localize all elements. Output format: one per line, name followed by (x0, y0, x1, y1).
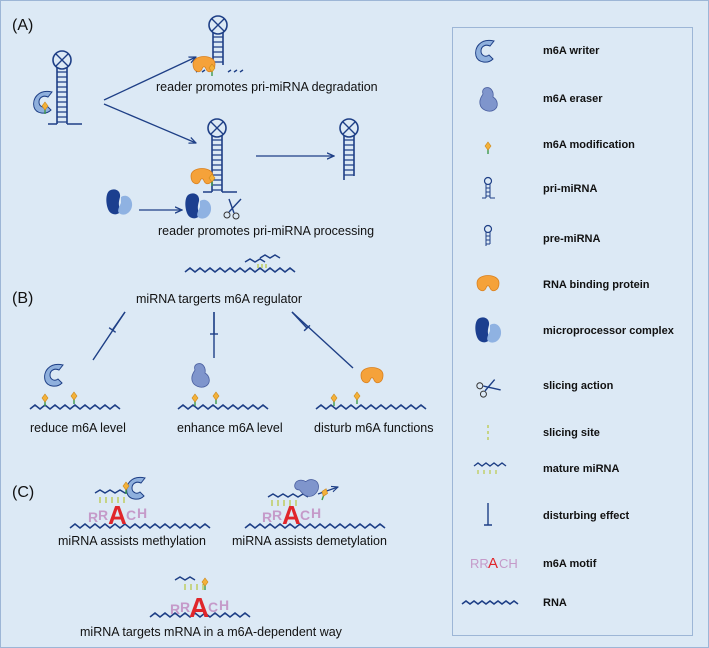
demethylation-scene: R R A C H (244, 487, 386, 530)
demethylation-caption: miRNA assists demetylation (232, 534, 387, 548)
legend-label: mature miRNA (543, 463, 619, 475)
legend-label: microprocessor complex (543, 325, 675, 337)
outcome-reduce: reduce m6A level (30, 421, 126, 435)
legend-label: m6A eraser (543, 93, 603, 105)
svg-text:R: R (272, 507, 282, 523)
legend-label: pri-miRNA (543, 183, 597, 195)
legend-label: pre-miRNA (543, 233, 601, 245)
svg-text:R: R (170, 601, 180, 617)
svg-text:CH: CH (499, 556, 518, 571)
legend-label: m6A writer (543, 45, 600, 57)
svg-text:H: H (219, 597, 229, 613)
mature-mirna-icon (473, 462, 507, 474)
legend-label: RNA (543, 597, 567, 609)
arrow-to-processing (103, 103, 196, 143)
mirna-targets-caption: miRNA targerts m6A regulator (136, 292, 302, 306)
svg-text:C: C (208, 599, 218, 615)
legend-label: disturbing effect (543, 510, 630, 522)
svg-text:A: A (282, 500, 301, 530)
mature-mirna-target (184, 254, 296, 274)
svg-text:C: C (126, 507, 136, 523)
m6a-dependent-targeting-scene: R R A C H (149, 576, 251, 623)
legend-label: m6A motif (543, 558, 597, 570)
svg-text:A: A (488, 555, 498, 572)
motif-icon: RR A CH (470, 555, 518, 572)
methylation-caption: miRNA assists methylation (58, 534, 206, 548)
legend-label: RNA binding protein (543, 279, 650, 291)
legend-label: m6A modification (543, 139, 635, 151)
pre-mirna-icon (483, 224, 493, 246)
svg-text:H: H (311, 505, 321, 521)
svg-text:R: R (180, 599, 190, 615)
svg-text:R: R (88, 509, 98, 525)
svg-text:H: H (137, 505, 147, 521)
inhibit-line-right (291, 311, 354, 369)
svg-text:RR: RR (470, 556, 489, 571)
svg-text:A: A (108, 500, 127, 530)
processing-caption: reader promotes pri-miRNA processing (158, 224, 374, 238)
section-c-label: (C) (12, 484, 34, 501)
arrow-to-degradation (103, 57, 196, 101)
outcome-disturb: disturb m6A functions (314, 421, 434, 435)
pri-mirna-icon (482, 176, 495, 199)
svg-text:R: R (262, 509, 272, 525)
svg-text:R: R (98, 507, 108, 523)
svg-text:A: A (189, 592, 209, 623)
outcome-enhance: enhance m6A level (177, 421, 283, 435)
rna-strand (177, 403, 269, 411)
rna-icon (461, 600, 519, 605)
inhibit-line-left (92, 311, 126, 361)
legend-label: slicing site (543, 427, 600, 439)
svg-text:C: C (300, 507, 310, 523)
section-a-label: (A) (12, 17, 33, 34)
degradation-caption: reader promotes pri-miRNA degradation (156, 80, 378, 94)
inhibit-icon (484, 503, 492, 526)
m6a-dependent-caption: miRNA targets mRNA in a m6A-dependent wa… (80, 625, 343, 639)
section-b-label: (B) (12, 290, 33, 307)
legend-label: slicing action (543, 380, 614, 392)
rna-strand (315, 403, 427, 411)
